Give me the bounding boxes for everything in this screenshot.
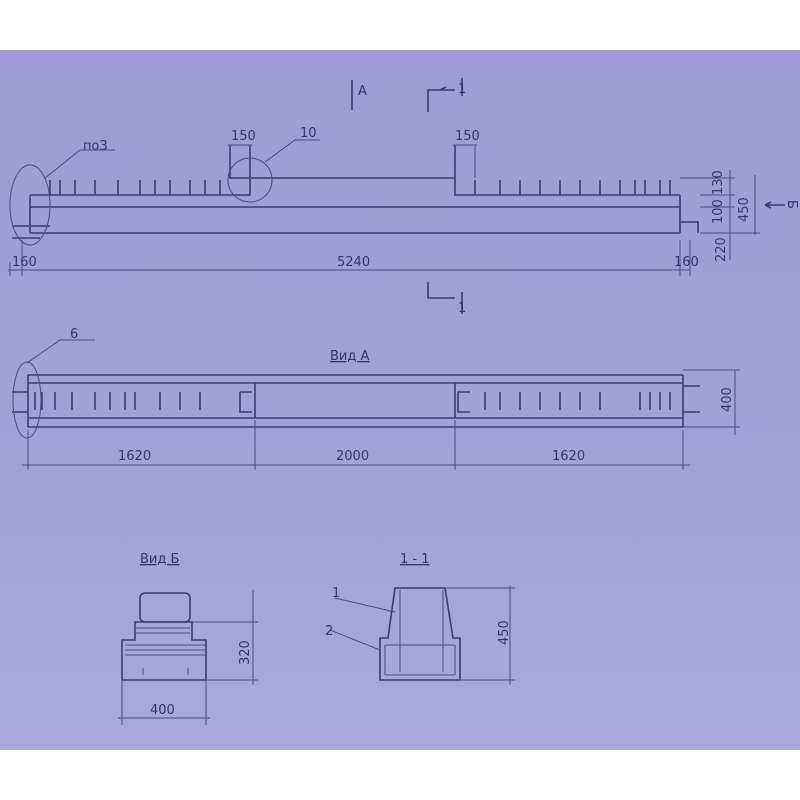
dim-160-left: 160 xyxy=(12,255,37,270)
stirrups-plan xyxy=(12,385,700,413)
dim-320: 320 xyxy=(238,640,253,665)
dim-450-section: 450 xyxy=(497,620,512,645)
detail-circle-6 xyxy=(12,361,42,439)
detail-circle-pos3 xyxy=(9,164,51,246)
cut-mark-bottom: 1 xyxy=(458,301,466,316)
dim-450: 450 xyxy=(737,197,752,222)
dim-400-width: 400 xyxy=(150,703,175,718)
view-b-title: Вид Б xyxy=(140,552,179,567)
detail-circle-10 xyxy=(227,157,273,203)
dim-2000: 2000 xyxy=(336,449,369,464)
section-title: 1 - 1 xyxy=(400,552,430,567)
dim-150-right: 150 xyxy=(455,129,480,144)
dim-5240: 5240 xyxy=(337,255,370,270)
dim-1620-left: 1620 xyxy=(118,449,151,464)
callout-6: 6 xyxy=(70,327,78,342)
view-a-title: Вид А xyxy=(330,349,369,364)
view-b-mark: Б xyxy=(784,200,799,209)
callout-pos3: по3 xyxy=(83,139,108,154)
dim-400: 400 xyxy=(720,387,735,412)
stirrups xyxy=(49,180,671,195)
view-a: Вид А 6 1620 2000 1620 400 xyxy=(12,327,740,470)
callout-10: 10 xyxy=(300,126,317,141)
view-b: Вид Б 320 400 xyxy=(118,552,258,725)
callout-1: 1 xyxy=(332,586,340,601)
view-a-mark: А xyxy=(358,84,367,99)
dim-150-left: 150 xyxy=(231,129,256,144)
beam-elevation: А 1 1 150 150 по3 10 160 5240 160 130 10… xyxy=(8,78,799,316)
dim-160-right: 160 xyxy=(674,255,699,270)
section-1-1: 1 - 1 1 2 450 xyxy=(325,552,515,685)
dim-1620-right: 1620 xyxy=(552,449,585,464)
callout-2: 2 xyxy=(325,624,333,639)
dim-100: 100 xyxy=(711,199,726,224)
cut-mark-top: 1 xyxy=(458,82,466,97)
dim-130: 130 xyxy=(711,170,726,195)
dim-220: 220 xyxy=(714,237,729,262)
